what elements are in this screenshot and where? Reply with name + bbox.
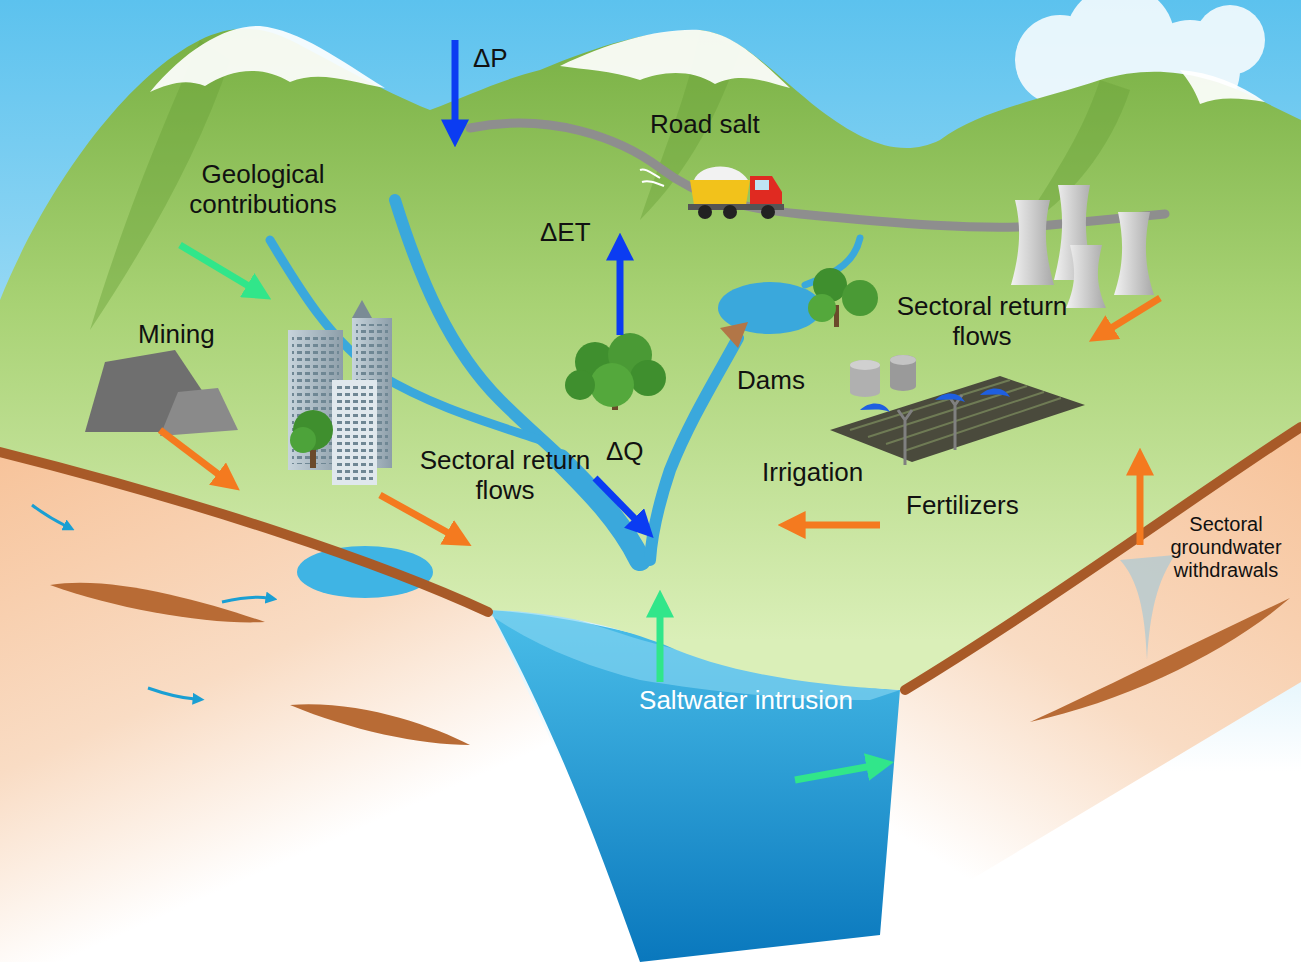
flux-label: ΔET [540,218,610,248]
cooling-towers-part [1066,245,1106,308]
farm [830,355,1085,465]
snow-caps [150,26,1265,104]
groundwater-flow-arrows-part [148,688,195,699]
cooling-towers [1011,185,1154,308]
snow-caps-part [560,30,790,88]
city-part [290,427,316,453]
soil-edge-bands-part [905,427,1301,690]
source-label: Mining [138,320,258,350]
source-label: Dams [737,366,837,396]
soil-edge-bands [0,427,1301,690]
source-label: Sectoral return flows [895,292,1070,352]
source-label: Sectoral return flows [418,446,593,506]
farm-part [850,360,880,397]
flux-label: ΔP [473,44,543,74]
groundwater-flow-arrows-part [222,597,268,602]
green-natural-arrows-part [795,766,872,780]
road [470,123,1165,227]
soil-lenses-part [290,704,470,745]
snow-caps-part [150,26,385,92]
source-label: Fertilizers [906,491,1066,521]
farm-part [850,380,1061,451]
cooling-towers-part [1011,200,1054,285]
trees-part [842,280,878,316]
trees [565,268,878,410]
trees-part [808,294,836,322]
source-label: Road salt [650,110,810,140]
salt-truck-part [761,205,775,219]
trees-part [590,363,634,407]
soil-lenses-part [1030,598,1290,722]
orange-human-arrows-part [800,522,880,529]
salt-truck-part [694,166,748,180]
salt-truck-part [750,176,782,208]
pond [297,546,433,598]
source-label: Irrigation [762,458,902,488]
farm-part-part [868,386,1027,437]
mine [85,350,238,436]
farm-part [860,388,1010,412]
groundwater-flow-arrows [32,505,268,699]
salt-truck-part [698,205,712,219]
trees-part [630,360,666,396]
blue-flux-arrows-part [452,40,459,125]
dam [720,322,748,348]
groundwater-flow-arrows-part [32,505,66,526]
salt-truck-part [755,180,769,190]
orange-human-arrows-part [160,430,222,477]
salt-truck-part [690,180,750,205]
groundwater-cone [1120,555,1175,660]
flux-label: ΔQ [606,437,666,467]
orange-human-arrows-part [1137,470,1144,545]
farm-part-part [898,410,912,465]
soil-lenses [50,583,470,745]
farm-part-part [904,398,1061,451]
trees-part [565,370,595,400]
soil-edge-bands-part [0,452,488,612]
source-label: Saltwater intrusion [596,686,896,716]
city [288,300,392,485]
farm-part-part [935,393,965,402]
farm-part-part [886,392,1044,444]
salt-truck-part [640,169,664,186]
farm-part [890,355,916,365]
cooling-towers-part [1114,212,1154,295]
city-part [332,380,377,485]
source-label: Sectoral groundwater withdrawals [1156,513,1296,582]
soil-lenses [1030,598,1290,722]
land-surface [0,29,1301,690]
green-natural-arrows-part [657,612,664,682]
city-part [352,300,372,318]
orange-human-arrows-part [380,495,452,535]
farm-part-part [980,388,1010,397]
orange-human-arrows-part [1108,298,1160,330]
salt-truck [640,166,784,219]
mine-part [160,388,238,436]
salt-truck-part [723,205,737,219]
blue-flux-arrows-part [595,478,638,522]
rivers [270,200,860,560]
farm-part [890,355,916,391]
snow-caps-part [1180,70,1265,104]
farm-part-part [948,395,962,450]
source-label: Geological contributions [161,160,366,220]
mountain-shading [90,30,1130,330]
farm-part [850,360,880,370]
city-part [336,386,373,481]
clouds-part [1195,5,1265,75]
farm-part [898,395,962,465]
blue-flux-arrows-part [617,255,624,335]
farm-part-part [860,403,890,412]
soil-lenses-part [50,583,265,623]
green-natural-arrows-part [180,245,252,288]
